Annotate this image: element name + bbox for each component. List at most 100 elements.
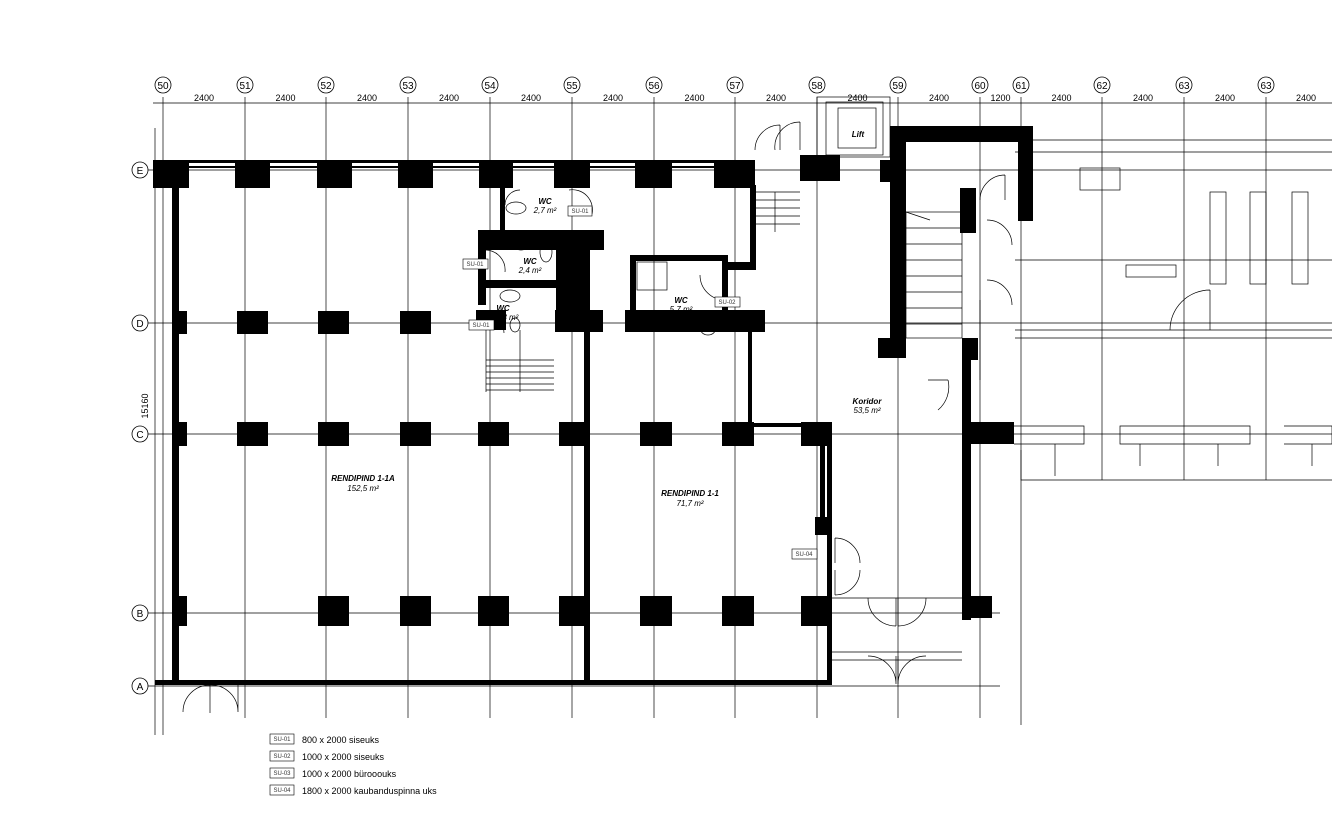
- corridor-name: Koridor: [853, 397, 883, 406]
- wc4-area: 5,7 m²: [670, 305, 693, 314]
- rent-1-area: 71,7 m²: [676, 499, 703, 508]
- dimension-label: 2400: [439, 93, 459, 103]
- column-pillar: [400, 596, 431, 626]
- column-pillar: [801, 422, 832, 446]
- column-pillar: [640, 596, 672, 626]
- grid-lines: [148, 97, 1332, 735]
- column-pillar: [722, 596, 754, 626]
- structural-columns: [153, 163, 992, 626]
- column-pillar: [400, 311, 431, 334]
- dimension-label: 2400: [194, 93, 214, 103]
- column-axis-label: 52: [320, 81, 332, 92]
- column-pillar: [175, 422, 187, 446]
- column-pillar: [237, 422, 268, 446]
- row-axis-label: B: [137, 609, 144, 620]
- legend-description: 1000 x 2000 siseuks: [302, 752, 385, 762]
- column-pillar: [722, 422, 754, 446]
- row-axis-label: A: [137, 682, 144, 693]
- column-pillar: [398, 163, 433, 188]
- door-tag-su04: SU-04: [795, 552, 813, 558]
- dimension-label: 2400: [1051, 93, 1071, 103]
- column-axis-label: 50: [157, 81, 169, 92]
- row-axis-label: D: [136, 319, 143, 330]
- axis-bubble: [131, 604, 149, 622]
- dimension-label: 2400: [521, 93, 541, 103]
- legend-code: SU-03: [273, 771, 291, 777]
- row-axis-label: E: [137, 166, 144, 177]
- axis-labels: 50 2400 51 2400 52 2400 53 2400 54 2400 55 2400 56 24…: [131, 76, 1316, 695]
- legend-code-box: [269, 733, 295, 745]
- axis-bubble: [131, 425, 149, 443]
- column-pillar: [559, 596, 590, 626]
- column-pillar: [478, 422, 509, 446]
- column-axis-label: 53: [402, 81, 414, 92]
- corridor-area: 53,5 m²: [853, 406, 880, 415]
- overall-depth-dimension: 15160: [140, 393, 150, 418]
- column-pillar: [153, 163, 189, 188]
- axis-bubble: [131, 314, 149, 332]
- fixtures: [182, 96, 1332, 713]
- legend-code-box: [269, 784, 295, 796]
- door-tags: [462, 205, 818, 560]
- dimension-label: 2400: [603, 93, 623, 103]
- column-pillar: [559, 422, 590, 446]
- door-tag-su01: SU-01: [571, 209, 589, 215]
- dimension-label: 2400: [766, 93, 786, 103]
- legend-description: 800 x 2000 siseuks: [302, 735, 380, 745]
- column-pillar: [640, 422, 672, 446]
- axis-bubble: [131, 161, 149, 179]
- column-axis-label: 55: [566, 81, 578, 92]
- column-pillar: [318, 596, 349, 626]
- column-axis-label: 59: [892, 81, 904, 92]
- column-axis-label: 63: [1178, 81, 1190, 92]
- axis-bubble: [645, 76, 663, 94]
- axis-bubble: [154, 76, 172, 94]
- dimension-label: 2400: [929, 93, 949, 103]
- lift-label: Lift: [852, 130, 865, 139]
- column-pillar: [175, 311, 187, 334]
- dimension-label: 1200: [990, 93, 1010, 103]
- dimension-label: 2400: [847, 93, 867, 103]
- axis-bubble: [889, 76, 907, 94]
- wc3-name: WC: [496, 304, 510, 313]
- row-axis-label: C: [136, 430, 143, 441]
- axis-bubble: [317, 76, 335, 94]
- legend-code: SU-02: [273, 754, 291, 760]
- column-axis-label: 54: [484, 81, 496, 92]
- legend-description: 1000 x 2000 bürooouks: [302, 769, 397, 779]
- axis-bubble: [563, 76, 581, 94]
- column-pillar: [964, 596, 992, 618]
- column-pillar: [554, 163, 590, 188]
- dimension-label: 2400: [1133, 93, 1153, 103]
- dimension-label: 2400: [275, 93, 295, 103]
- axis-bubble: [131, 677, 149, 695]
- room-labels: Lift WC 2,7 m² WC 2,4 m² WC 1,8 m² WC 5,…: [331, 130, 882, 508]
- column-axis-label: 58: [811, 81, 823, 92]
- wc3-area: 1,8 m²: [496, 313, 519, 322]
- rent-1a-area: 152,5 m²: [347, 484, 379, 493]
- axis-bubble: [481, 76, 499, 94]
- axis-bubble: [236, 76, 254, 94]
- column-pillar: [635, 163, 672, 188]
- column-axis-label: 51: [239, 81, 251, 92]
- column-axis-label: 63: [1260, 81, 1272, 92]
- column-axis-label: 56: [648, 81, 660, 92]
- legend-code: SU-01: [273, 737, 291, 743]
- column-pillar: [235, 163, 270, 188]
- column-pillar: [479, 163, 513, 188]
- column-pillar: [318, 422, 349, 446]
- axis-bubble: [726, 76, 744, 94]
- legend-code-box: [269, 767, 295, 779]
- column-pillar: [317, 163, 352, 188]
- walls: [153, 126, 1033, 685]
- legend-description: 1800 x 2000 kaubanduspinna uks: [302, 786, 437, 796]
- wc1-name: WC: [538, 197, 552, 206]
- axis-bubble: [808, 76, 826, 94]
- column-pillar: [478, 596, 509, 626]
- rent-1-name: RENDIPIND 1-1: [661, 489, 719, 498]
- wc2-name: WC: [523, 257, 537, 266]
- axis-bubble: [1257, 76, 1275, 94]
- axis-bubble: [399, 76, 417, 94]
